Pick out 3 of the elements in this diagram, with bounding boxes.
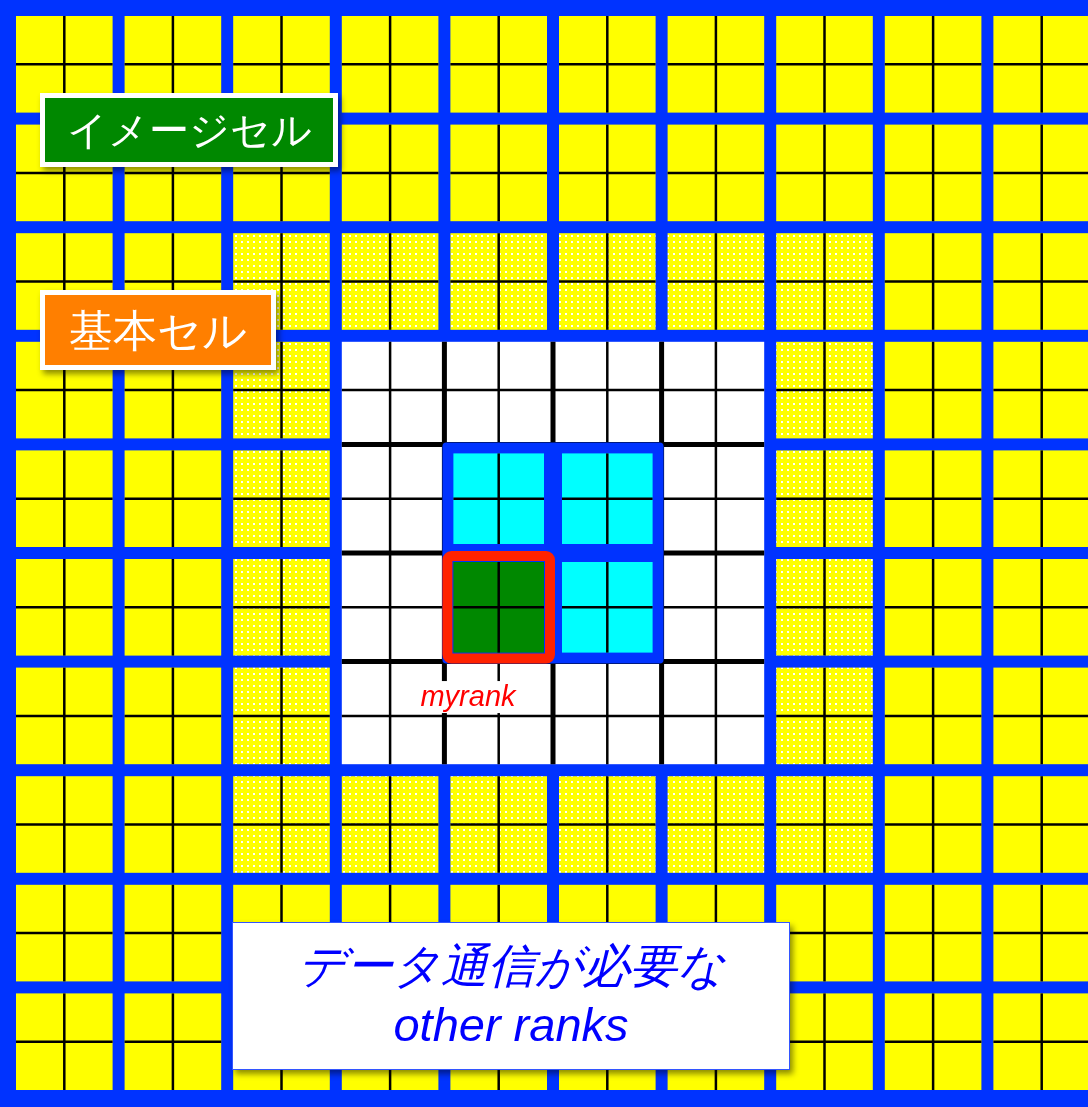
label-box: イメージセル — [40, 93, 338, 167]
label-box: 基本セル — [40, 290, 276, 370]
label-box: データ通信が必要な other ranks — [232, 922, 790, 1070]
